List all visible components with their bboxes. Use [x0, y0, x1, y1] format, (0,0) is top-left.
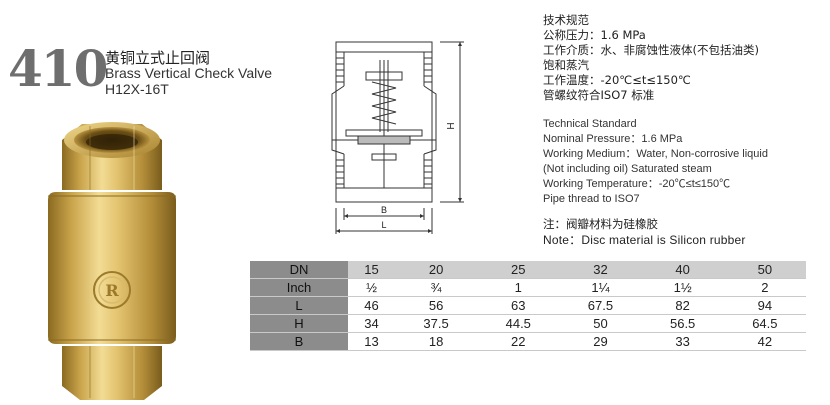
table-cell: 18	[394, 332, 478, 351]
dimension-h-label: H	[446, 122, 457, 129]
table-cell: 40	[641, 261, 724, 279]
table-cell: 67.5	[559, 296, 642, 315]
svg-text:R: R	[105, 281, 119, 300]
table-cell: 25	[477, 261, 560, 279]
model-number: 410	[8, 39, 108, 98]
product-title-en: Brass Vertical Check Valve	[105, 65, 273, 81]
spec-en-heading: Technical Standard	[543, 118, 637, 130]
table-cell: 33	[641, 332, 724, 351]
table-cell: 44.5	[477, 314, 560, 333]
row-label: DN	[250, 261, 348, 279]
spec-en-pressure: Nominal Pressure：1.6 MPa	[543, 133, 683, 145]
spec-en-temperature: Working Temperature：-20℃≤t≤150℃	[543, 178, 731, 190]
row-label: L	[250, 296, 348, 315]
table-cell: 56.5	[641, 314, 724, 333]
product-title-cn: 黄铜立式止回阀	[105, 49, 211, 67]
row-label: B	[250, 332, 348, 351]
table-cell: 13	[348, 332, 395, 351]
spec-cn-pressure: 公称压力：1.6 MPa	[543, 28, 646, 42]
spec-en-thread: Pipe thread to ISO7	[543, 193, 640, 205]
spec-en-medium-cont: (Not including oil) Saturated steam	[543, 163, 712, 175]
specs-en: Technical Standard Nominal Pressure：1.6 …	[543, 117, 768, 207]
model-code: H12X-16T	[105, 81, 169, 97]
row-label: H	[250, 314, 348, 333]
table-cell: 22	[477, 332, 560, 351]
table-row-inch: Inch ½ ¾ 1 1¼ 1½ 2	[250, 278, 806, 297]
note-en: Note：Disc material is Silicon rubber	[543, 233, 746, 247]
table-cell: 2	[723, 278, 806, 297]
spec-cn-heading: 技术规范	[543, 13, 589, 27]
spec-cn-temperature: 工作温度：-20℃≤t≤150℃	[543, 73, 691, 87]
table-row-b: B 13 18 22 29 33 42	[250, 332, 806, 351]
row-label: Inch	[250, 278, 348, 297]
table-row-h: H 34 37.5 44.5 50 56.5 64.5	[250, 314, 806, 333]
table-cell: ¾	[394, 278, 478, 297]
spec-cn-thread: 管螺纹符合ISO7 标准	[543, 88, 655, 102]
table-cell: 1	[477, 278, 560, 297]
table-cell: 29	[559, 332, 642, 351]
table-row-l: L 46 56 63 67.5 82 94	[250, 296, 806, 315]
table-cell: 1¼	[559, 278, 642, 297]
table-cell: 32	[559, 261, 642, 279]
table-row-dn: DN 15 20 25 32 40 50	[250, 261, 806, 279]
table-cell: 64.5	[723, 314, 806, 333]
table-cell: 50	[723, 261, 806, 279]
valve-photo: R	[48, 122, 176, 400]
spec-cn-medium: 工作介质：水、非腐蚀性液体(不包括油类)	[543, 43, 759, 57]
table-cell: 20	[394, 261, 478, 279]
table-cell: 42	[723, 332, 806, 351]
table-cell: 82	[641, 296, 724, 315]
table-cell: 34	[348, 314, 395, 333]
note-cn: 注：阀瓣材料为硅橡胶	[543, 217, 658, 231]
table-cell: ½	[348, 278, 395, 297]
table-cell: 50	[559, 314, 642, 333]
dimension-table: DN 15 20 25 32 40 50 Inch ½ ¾ 1 1¼ 1½ 2 …	[250, 261, 806, 351]
table-cell: 94	[723, 296, 806, 315]
table-cell: 56	[394, 296, 478, 315]
valve-section-drawing: H B L	[331, 41, 464, 234]
dimension-l-label: L	[381, 220, 386, 230]
dimension-b-label: B	[381, 205, 387, 215]
spec-en-medium: Working Medium：Water, Non-corrosive liqu…	[543, 148, 768, 160]
table-cell: 63	[477, 296, 560, 315]
spec-cn-steam: 饱和蒸汽	[543, 58, 589, 72]
table-cell: 15	[348, 261, 395, 279]
table-cell: 37.5	[394, 314, 478, 333]
specs-cn: 技术规范 公称压力：1.6 MPa 工作介质：水、非腐蚀性液体(不包括油类) 饱…	[543, 13, 759, 103]
table-cell: 1½	[641, 278, 724, 297]
table-cell: 46	[348, 296, 395, 315]
